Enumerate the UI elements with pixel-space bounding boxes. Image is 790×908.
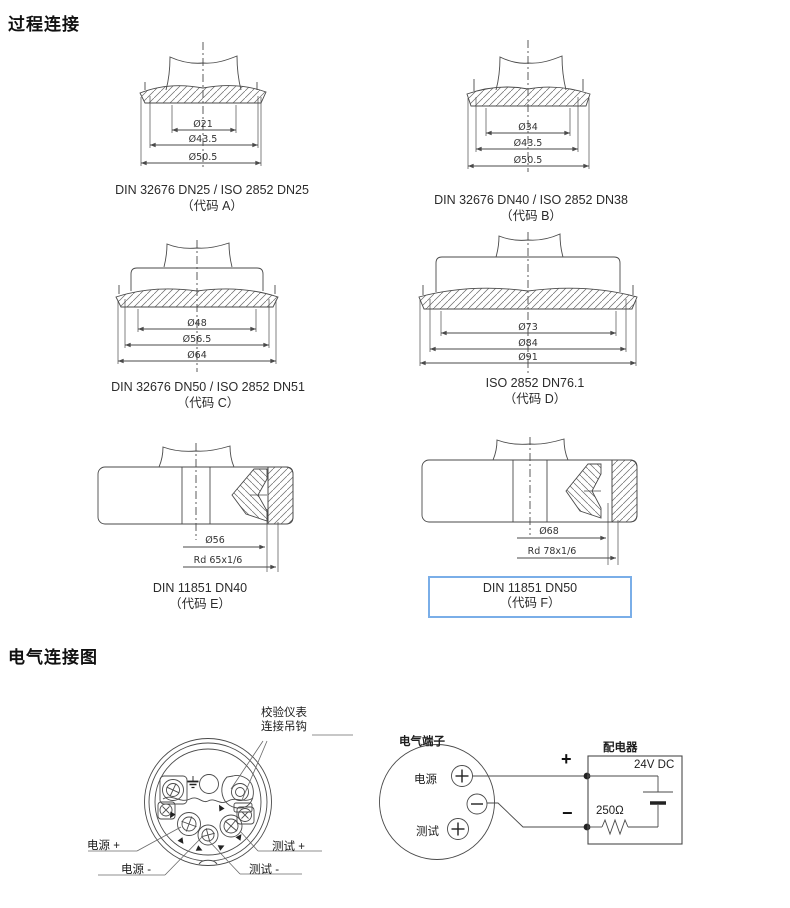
- distributor-title: 配电器: [603, 742, 638, 754]
- dim-label: Ø68: [539, 526, 559, 537]
- dim-label: Ø56.5: [183, 334, 212, 345]
- section-title-electrical: 电气连接图: [8, 648, 98, 667]
- voltage-label: 24V DC: [634, 759, 675, 771]
- fitting-caption-d: ISO 2852 DN76.1 （代码 D）: [430, 376, 640, 407]
- fitting-code: （代码 F）: [499, 596, 561, 610]
- dim-label: Ø84: [518, 338, 538, 349]
- test-terminal-label: 测试: [416, 826, 439, 838]
- connector-drawing: [88, 734, 353, 876]
- fitting-drawing-c: [115, 240, 279, 372]
- fitting-name: DIN 32676 DN50 / ISO 2852 DN51: [111, 380, 305, 394]
- power-plus-terminal: [451, 765, 473, 787]
- terminals-title: 电气端子: [399, 736, 445, 748]
- fitting-caption-b: DIN 32676 DN40 / ISO 2852 DN38 （代码 B）: [426, 193, 636, 224]
- fitting-drawing-e: [97, 443, 294, 572]
- hook-label: 校验仪表 连接吊钩: [261, 707, 307, 733]
- test-plus-terminal: [447, 818, 469, 840]
- test-plus-label: 测试 +: [272, 841, 305, 853]
- dim-label: Ø64: [187, 350, 207, 361]
- fitting-drawing-f: [421, 437, 638, 565]
- test-minus-label: 测试 -: [249, 864, 280, 876]
- fitting-code: （代码 A）: [181, 199, 243, 213]
- dim-label: Rd 65x1/6: [194, 555, 243, 566]
- resistance-label: 250Ω: [596, 805, 624, 817]
- calibration-hook: [221, 775, 254, 809]
- power-minus-terminal: [466, 793, 488, 815]
- ground-symbol-icon: [187, 776, 199, 789]
- fitting-code: （代码 B）: [500, 209, 562, 223]
- fitting-caption-c: DIN 32676 DN50 / ISO 2852 DN51 （代码 C）: [103, 380, 313, 411]
- fitting-drawing-a: [139, 42, 267, 170]
- fitting-code: （代码 D）: [503, 392, 567, 406]
- fitting-name: DIN 11851 DN40: [152, 581, 248, 595]
- fitting-caption-e: DIN 11851 DN40 （代码 E）: [95, 581, 305, 612]
- dim-label: Ø50.5: [514, 155, 543, 166]
- plus-sign: +: [561, 749, 572, 769]
- power-plus-label: 电源 +: [87, 840, 120, 852]
- dim-label: Ø21: [193, 119, 213, 130]
- fitting-name: DIN 32676 DN25 / ISO 2852 DN25: [115, 183, 309, 197]
- dim-label: Ø43.5: [189, 134, 218, 145]
- resistor-icon: [601, 818, 629, 836]
- fitting-code: （代码 E）: [169, 597, 231, 611]
- dim-label: Ø43.5: [514, 138, 543, 149]
- cable-entry-hole: [199, 774, 219, 794]
- fitting-caption-a: DIN 32676 DN25 / ISO 2852 DN25 （代码 A）: [107, 183, 317, 214]
- power-terminal-label: 电源: [414, 774, 437, 786]
- fitting-drawing-b: [466, 40, 591, 172]
- fitting-name: DIN 11851 DN50: [482, 581, 578, 595]
- minus-sign: −: [562, 803, 573, 823]
- dim-label: Ø91: [518, 352, 538, 363]
- dim-label: Ø50.5: [189, 152, 218, 163]
- dim-label: Ø73: [518, 322, 538, 333]
- battery-icon: [643, 791, 673, 805]
- fitting-code: （代码 C）: [176, 396, 240, 410]
- section-title-process: 过程连接: [8, 15, 80, 34]
- dim-label: Ø56: [205, 535, 225, 546]
- dim-label: Ø34: [518, 122, 538, 133]
- fitting-name: ISO 2852 DN76.1: [485, 376, 585, 390]
- dim-label: Ø48: [187, 318, 207, 329]
- fitting-name: DIN 32676 DN40 / ISO 2852 DN38: [434, 193, 628, 207]
- fitting-caption-f-highlight-box: DIN 11851 DN50 （代码 F）: [428, 576, 632, 618]
- fitting-drawing-d: [418, 232, 638, 374]
- power-minus-label: 电源 -: [121, 864, 152, 876]
- dim-label: Rd 78x1/6: [528, 546, 577, 557]
